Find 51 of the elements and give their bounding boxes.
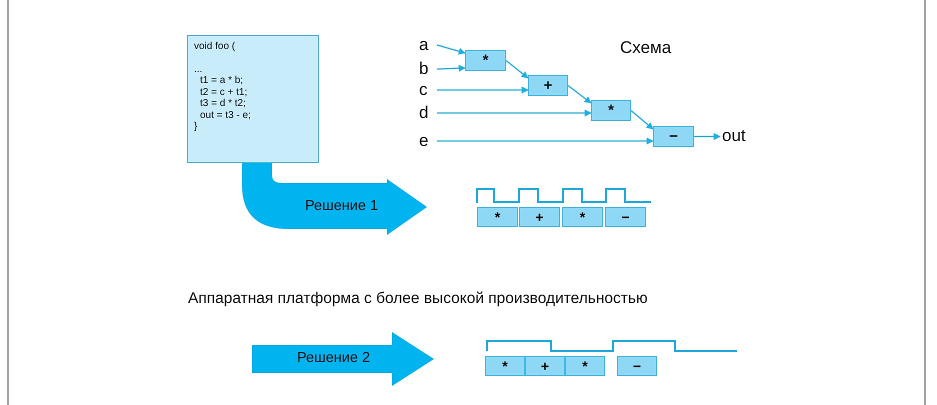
- code-line: t1 = a * b;: [199, 75, 244, 86]
- time-slot-box: [485, 356, 525, 376]
- operator-symbol: *: [582, 358, 588, 374]
- operator-symbol: *: [502, 358, 508, 374]
- operator-symbol: −: [621, 209, 630, 225]
- code-line: t3 = d * t2;: [199, 98, 247, 110]
- signal-name: d: [419, 103, 428, 122]
- time-slot-box: [525, 356, 565, 376]
- operator-symbol: *: [580, 209, 586, 225]
- operator-symbol: −: [632, 358, 642, 374]
- code-line: t2 = c + t1;: [199, 86, 248, 98]
- signal-name: out: [722, 126, 746, 145]
- operator-symbol: +: [544, 77, 552, 94]
- signal-name: e: [419, 131, 428, 150]
- operation-box: [528, 75, 568, 96]
- arrow: [436, 44, 466, 55]
- operator-symbol: +: [535, 209, 544, 225]
- operation-box: [465, 50, 506, 71]
- code-box: [187, 35, 319, 163]
- arrow: [437, 86, 529, 94]
- arrow-label: Решение 2: [297, 350, 370, 366]
- time-slot-box: [519, 207, 560, 227]
- code-line: }: [194, 121, 198, 132]
- arrow: [437, 138, 654, 144]
- arrow-label: Решение 1: [305, 198, 378, 214]
- signal-name: a: [419, 35, 428, 54]
- arrow: [630, 110, 654, 130]
- code-line: void foo (: [194, 41, 236, 52]
- time-slot-box: [605, 207, 646, 227]
- caption-text: Аппаратная платформа с более высокой производительностью: [188, 290, 648, 308]
- arrow: [506, 60, 529, 78]
- operator-symbol: +: [540, 358, 550, 374]
- code-line: out = t3 - e;: [199, 110, 252, 121]
- operator-symbol: *: [608, 102, 614, 119]
- operator-symbol: *: [494, 209, 500, 225]
- code-line: ...: [194, 64, 204, 75]
- operator-symbol: *: [482, 52, 488, 69]
- operation-box: [653, 126, 694, 147]
- arrow: [568, 84, 592, 104]
- time-slot-box: [562, 207, 603, 227]
- arrow: [436, 64, 466, 72]
- arrow: [694, 133, 721, 140]
- operation-box: [591, 100, 631, 121]
- operator-symbol: −: [669, 128, 678, 145]
- signal-name: c: [419, 80, 428, 99]
- time-slot-box: [565, 356, 605, 376]
- time-slot-box: [477, 207, 518, 227]
- signal-name: b: [419, 59, 428, 78]
- time-slot-box: [617, 356, 657, 376]
- arrow: [437, 110, 592, 116]
- schema-label: Схема: [620, 38, 672, 58]
